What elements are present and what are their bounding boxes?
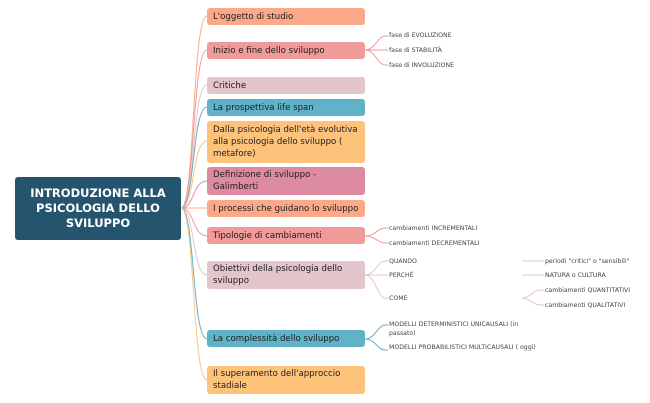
leaf-stabilita[interactable]: fase di STABILITÀ xyxy=(389,47,442,54)
branch-processi[interactable]: I processi che guidano lo sviluppo xyxy=(207,200,365,217)
branch-life-span[interactable]: La prospettiva life span xyxy=(207,99,365,116)
branch-label: Obiettivi della psicologia dello svilupp… xyxy=(213,264,343,286)
branch-superamento[interactable]: Il superamento dell'approccio stadiale xyxy=(207,366,365,394)
leaf-perche[interactable]: PERCHÉ xyxy=(389,272,414,279)
root-title: INTRODUZIONE ALLA PSICOLOGIA DELLO SVILU… xyxy=(30,186,166,230)
branch-definizione[interactable]: Definizione di sviluppo - Galimberti xyxy=(207,167,365,195)
leaf-probabilistici[interactable]: MODELLI PROBABILISTICI MULTICAUSALI ( og… xyxy=(389,344,536,351)
root-node[interactable]: INTRODUZIONE ALLA PSICOLOGIA DELLO SVILU… xyxy=(15,177,181,240)
branch-label: Definizione di sviluppo - Galimberti xyxy=(213,170,317,192)
leaf-periodi-critici[interactable]: periodi "critici" o "sensibili" xyxy=(545,258,630,265)
leaf-qualitativi[interactable]: cambiamenti QUALITATIVI xyxy=(545,302,626,309)
branch-label: Inizio e fine dello sviluppo xyxy=(213,45,325,56)
branch-obiettivi[interactable]: Obiettivi della psicologia dello svilupp… xyxy=(207,261,365,289)
branch-label: Tipologie di cambiamenti xyxy=(213,230,322,241)
branch-critiche[interactable]: Critiche xyxy=(207,77,365,94)
leaf-decrementali[interactable]: cambiamenti DECREMENTALI xyxy=(389,240,480,247)
branch-label: La complessità dello sviluppo xyxy=(213,333,340,344)
leaf-involuzione[interactable]: fase di INVOLUZIONE xyxy=(389,62,455,69)
leaf-natura-cultura[interactable]: NATURA o CULTURA xyxy=(545,272,606,279)
branch-label: La prospettiva life span xyxy=(213,102,314,113)
branch-label: L'oggetto di studio xyxy=(213,11,294,22)
branch-eta-evolutiva[interactable]: Dalla psicologia dell'età evolutiva alla… xyxy=(207,121,365,163)
leaf-deterministici[interactable]: MODELLI DETERMINISTICI UNICAUSALI (in pa… xyxy=(389,321,519,337)
leaf-come[interactable]: COME xyxy=(389,295,408,302)
branch-label: Critiche xyxy=(213,80,247,91)
branch-tipologie[interactable]: Tipologie di cambiamenti xyxy=(207,227,365,244)
branch-label: I processi che guidano lo sviluppo xyxy=(213,203,359,214)
branch-complessita[interactable]: La complessità dello sviluppo xyxy=(207,330,365,347)
branch-label: Dalla psicologia dell'età evolutiva alla… xyxy=(213,125,358,159)
leaf-incrementali[interactable]: cambiamenti INCREMENTALI xyxy=(389,225,478,232)
branch-inizio-e-fine[interactable]: Inizio e fine dello sviluppo xyxy=(207,42,365,59)
leaf-quantitativi[interactable]: cambiamenti QUANTITATIVI xyxy=(545,287,631,294)
branch-label: Il superamento dell'approccio stadiale xyxy=(213,369,341,391)
branch-oggetto-di-studio[interactable]: L'oggetto di studio xyxy=(207,8,365,25)
leaf-quando[interactable]: QUANDO xyxy=(389,258,417,265)
leaf-evoluzione[interactable]: fase di EVOLUZIONE xyxy=(389,32,452,39)
